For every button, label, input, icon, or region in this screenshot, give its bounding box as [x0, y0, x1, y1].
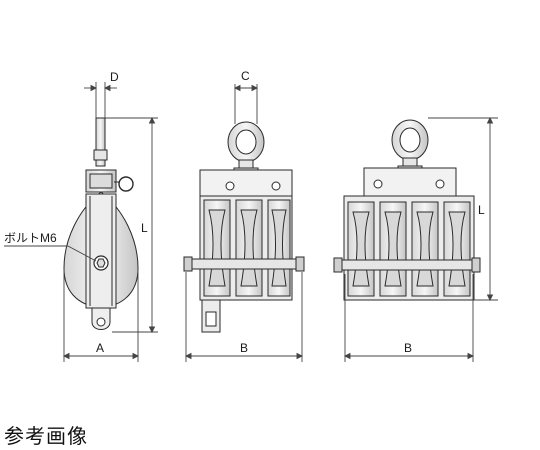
bolt-label: ボルトM6 [4, 231, 57, 245]
dimension-a [62, 270, 140, 362]
dimension-a-label: A [96, 341, 104, 355]
dimension-l-left-label: L [141, 221, 148, 235]
dimension-d-label: D [110, 70, 119, 84]
reference-image-caption: 参考画像 [4, 424, 88, 448]
side-view [63, 117, 139, 330]
dimension-c-label: C [241, 69, 250, 83]
dimension-l-right [428, 116, 498, 302]
dimension-b-right [343, 274, 475, 362]
triple-pulley-view [183, 121, 305, 333]
dimension-d [84, 82, 117, 118]
dimension-b-middle-label: B [240, 341, 248, 355]
dimension-b-middle [184, 272, 304, 362]
quad-pulley-view [333, 119, 481, 301]
dimension-l-left [105, 116, 158, 334]
bolt-leader [4, 245, 97, 262]
pulley-block-drawing: D L A ボルトM6 [4, 69, 498, 362]
dimension-l-right-label: L [478, 203, 485, 217]
dimension-b-right-label: B [404, 341, 412, 355]
dimension-c [233, 84, 259, 124]
